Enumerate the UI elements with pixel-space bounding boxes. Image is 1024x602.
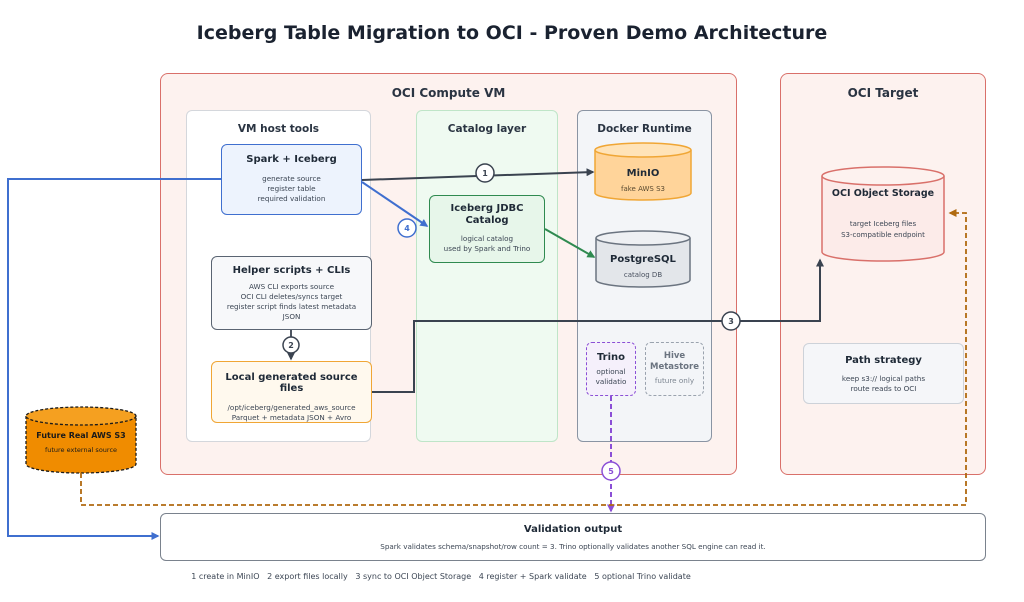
arrow-local-to-oci (372, 258, 824, 393)
node-future-aws-s3: Future Real AWS S3 future external sourc… (25, 406, 137, 474)
node-spark-iceberg: Spark + Iceberg generate source register… (221, 144, 362, 215)
badge-5-text: 5 (608, 467, 614, 476)
badge-2-text: 2 (288, 341, 294, 350)
oci-storage-line-2: S3-compatible endpoint (841, 231, 925, 239)
minio-sub: fake AWS S3 (621, 185, 665, 193)
spark-line-3: required validation (257, 194, 326, 203)
trino-title: Trino (596, 352, 626, 363)
node-validation-output: Validation output Spark validates schema… (160, 513, 986, 561)
arrow-jdbc-to-postgres (544, 228, 596, 258)
helper-title: Helper scripts + CLIs (232, 265, 351, 276)
path-line-2: route reads to OCI (850, 384, 917, 393)
node-path-strategy: Path strategy keep s3:// logical paths r… (803, 343, 964, 404)
badge-3-text: 3 (728, 317, 734, 326)
node-trino: Trino optional validatio (586, 342, 636, 396)
node-hive-metastore: Hive Metastore future only (645, 342, 704, 396)
helper-line-2: OCI CLI deletes/syncs target (240, 292, 343, 301)
spark-title: Spark + Iceberg (246, 154, 337, 165)
jdbc-title-2: Catalog (465, 215, 509, 226)
hive-sub: future only (654, 376, 695, 385)
minio-title: MinIO (627, 168, 660, 179)
aws-sub: future external source (45, 446, 117, 454)
validation-text: Spark validates schema/snapshot/row coun… (380, 542, 766, 551)
helper-line-1: AWS CLI exports source (248, 282, 335, 291)
node-iceberg-jdbc-catalog: Iceberg JDBC Catalog logical catalog use… (429, 195, 545, 263)
badge-1: 1 (475, 163, 495, 183)
lane-title-docker: Docker Runtime (597, 123, 692, 135)
hive-title-2: Metastore (650, 362, 699, 372)
arrow-spark-to-validation (7, 178, 221, 540)
local-title: Local generated source files (225, 372, 358, 394)
postgres-sub: catalog DB (624, 271, 662, 279)
arrow-spark-to-jdbc (361, 181, 429, 227)
lane-title-host: VM host tools (237, 123, 320, 135)
jdbc-line-2: used by Spark and Trino (443, 244, 531, 253)
diagram-title: Iceberg Table Migration to OCI - Proven … (196, 22, 828, 44)
oci-storage-title: OCI Object Storage (832, 188, 934, 199)
path-title: Path strategy (845, 355, 922, 366)
local-line-2: Parquet + metadata JSON + Avro (231, 413, 352, 422)
jdbc-title-1: Iceberg JDBC (450, 203, 524, 214)
region-title-target: OCI Target (847, 86, 919, 100)
badge-1-text: 1 (482, 169, 488, 178)
node-oci-object-storage: OCI Object Storage target Iceberg files … (821, 166, 945, 262)
oci-storage-line-1: target Iceberg files (850, 220, 917, 228)
badge-2: 2 (282, 336, 300, 354)
local-line-1: /opt/iceberg/generated_aws_source (227, 403, 356, 412)
node-local-source-files: Local generated source files /opt/iceber… (211, 361, 372, 423)
badge-4: 4 (397, 218, 417, 238)
badge-5: 5 (601, 461, 621, 481)
jdbc-line-1: logical catalog (460, 234, 514, 243)
trino-line-1: optional (596, 367, 626, 376)
aws-title: Future Real AWS S3 (36, 431, 125, 440)
arrow-aws-to-oci (80, 209, 967, 506)
badge-3: 3 (721, 311, 741, 331)
region-title-vm: OCI Compute VM (391, 86, 506, 100)
trino-line-2: validatio (595, 377, 627, 386)
helper-line-4: JSON (282, 312, 301, 321)
badge-4-text: 4 (404, 224, 410, 233)
legend: 1 create in MinIO 2 export files locally… (191, 572, 691, 581)
node-minio: MinIO fake AWS S3 (594, 142, 692, 201)
validation-title: Validation output (523, 524, 623, 535)
spark-line-2: register table (267, 184, 316, 193)
region-oci-target: OCI Target (780, 73, 986, 475)
path-line-1: keep s3:// logical paths (841, 374, 926, 383)
helper-line-3: register script finds latest metadata (226, 302, 357, 311)
lane-title-catalog: Catalog layer (447, 123, 527, 135)
postgres-title: PostgreSQL (610, 254, 677, 265)
node-postgresql: PostgreSQL catalog DB (595, 230, 691, 288)
node-helper-scripts: Helper scripts + CLIs AWS CLI exports so… (211, 256, 372, 330)
spark-line-1: generate source (262, 174, 321, 183)
hive-title-1: Hive (663, 351, 686, 361)
